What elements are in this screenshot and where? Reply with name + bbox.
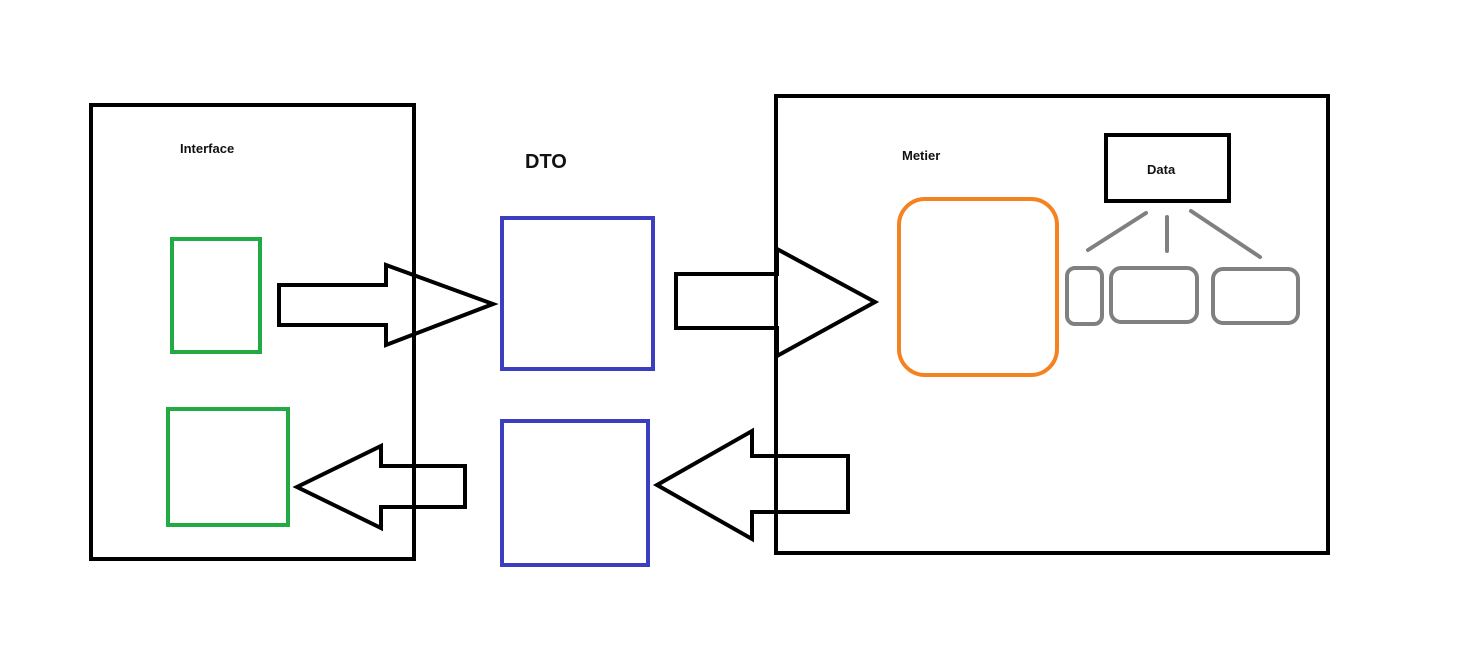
dto-box-top <box>500 216 655 371</box>
arrow-metier-to-dto <box>652 427 850 543</box>
data-child-box-2 <box>1109 266 1199 324</box>
metier-container <box>774 94 1330 555</box>
data-child-box-1 <box>1065 266 1104 326</box>
dto-box-bottom <box>500 419 650 567</box>
data-box <box>1104 133 1231 203</box>
arrow-dto-to-metier <box>674 245 880 360</box>
data-label: Data <box>1147 162 1176 177</box>
arrow-interface-to-dto <box>277 262 499 348</box>
arrow-dto-to-interface <box>292 442 467 532</box>
data-connector-left <box>1086 211 1148 252</box>
dto-label: DTO <box>525 151 567 173</box>
interface-box-bottom <box>166 407 290 527</box>
data-connector-right <box>1189 209 1262 259</box>
interface-container <box>89 103 416 561</box>
interface-label: Interface <box>180 141 235 156</box>
metier-box <box>897 197 1059 377</box>
data-child-box-3 <box>1211 267 1300 325</box>
interface-box-top <box>170 237 262 354</box>
metier-label: Metier <box>902 148 941 163</box>
